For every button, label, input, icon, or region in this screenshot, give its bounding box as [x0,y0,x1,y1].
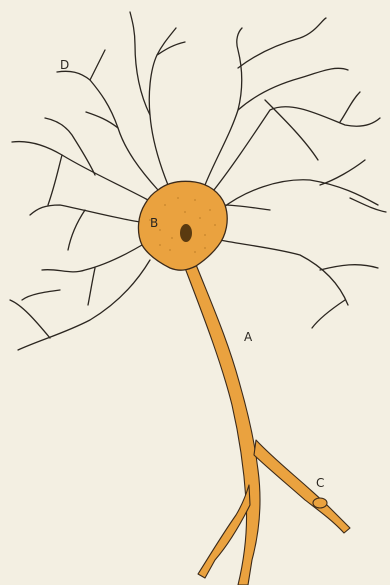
dendrite-right-short [222,205,270,210]
nucleus [180,224,192,242]
axon [185,262,350,585]
dendrite-left-middle-twig [68,210,85,250]
dendrite-left-upper-twig-2 [48,155,62,205]
label-c: C [316,476,324,490]
dendrite-right-lower-twig [320,265,378,270]
label-b: B [150,216,158,230]
dendrite-right-middle-twig [320,160,365,185]
label-a: A [244,330,253,344]
dendrite-top-right-twig-1 [238,18,326,68]
dendrite-upper-left-twig-2 [90,50,105,80]
dendrite-upper-left [57,71,158,190]
dendrite-left-lower [42,245,142,272]
axon-terminal-knob [313,498,327,508]
label-d: D [60,58,69,72]
dendrite-left-middle [30,205,140,222]
dendrite-left-lower-twig [88,268,95,305]
dendrite-left-upper-twig [45,118,95,175]
dendrite-right-middle [220,180,378,210]
dendrite-bottom-left-twig [10,300,50,338]
dendrite-top-right-twig-2 [238,68,348,110]
dendrite-bottom-left-twig-2 [22,290,60,300]
dendrite-right-lower [220,240,348,305]
dendrite-top-center-twig-1 [130,12,150,115]
dendrite-bottom-left [18,260,150,350]
axon-right-branch [254,440,350,533]
dendrite-right-upper [210,107,380,195]
dendrite-top-right [205,28,242,185]
dendrite-right-upper-twig [340,92,360,122]
dendrite-right-lower-twig-2 [312,300,345,328]
